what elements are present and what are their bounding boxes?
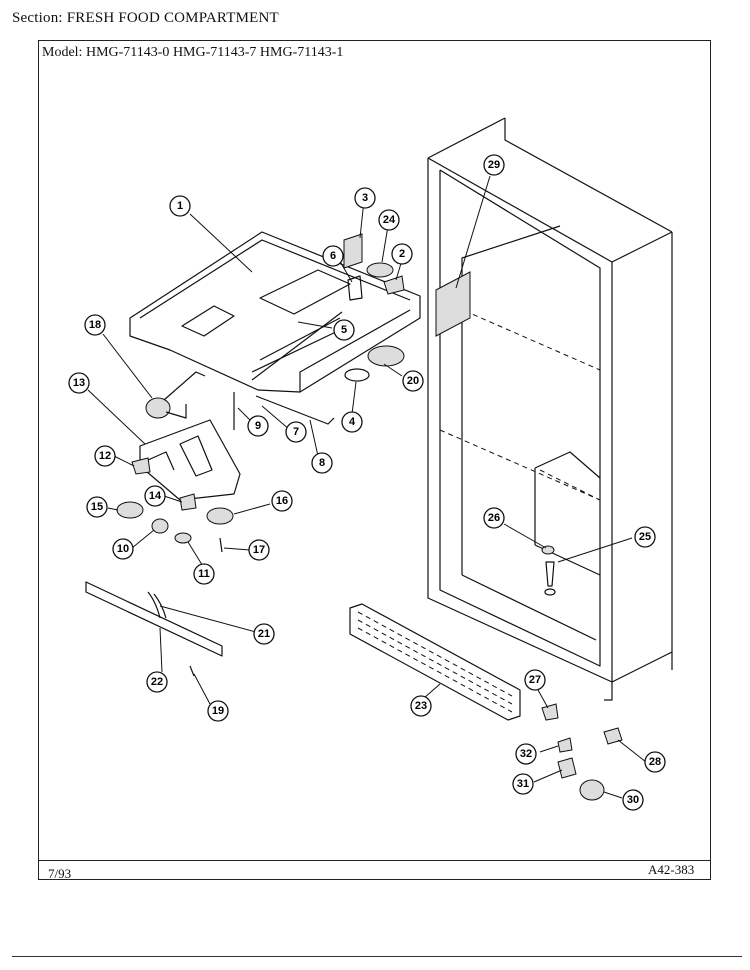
callout-20: 20 xyxy=(402,370,424,392)
callout-27: 27 xyxy=(524,669,546,691)
callout-label: 26 xyxy=(488,512,500,524)
callout-30: 30 xyxy=(622,789,644,811)
callout-label: 9 xyxy=(255,420,261,432)
callout-label: 20 xyxy=(407,375,419,387)
callout-label: 14 xyxy=(149,490,162,502)
callout-label: 22 xyxy=(151,676,163,688)
callout-label: 27 xyxy=(529,674,541,686)
callout-13: 13 xyxy=(68,372,90,394)
callout-7: 7 xyxy=(285,421,307,443)
callout-8: 8 xyxy=(311,452,333,474)
part-22-bracket xyxy=(85,581,223,677)
callout-31: 31 xyxy=(512,773,534,795)
callout-2: 2 xyxy=(391,243,413,265)
callout-12: 12 xyxy=(94,445,116,467)
callout-29: 29 xyxy=(483,154,505,176)
diagram-frame xyxy=(38,40,711,880)
callout-label: 16 xyxy=(276,495,288,507)
cabinet-liner xyxy=(427,117,673,701)
page-bottom-rule xyxy=(12,956,742,957)
callout-label: 4 xyxy=(349,416,356,428)
top-small-parts xyxy=(343,233,405,301)
callout-label: 15 xyxy=(91,501,103,513)
small-control-parts xyxy=(116,457,234,553)
callout-label: 8 xyxy=(319,457,325,469)
cabinet-small-parts xyxy=(541,545,623,801)
callout-label: 7 xyxy=(293,426,299,438)
callout-18: 18 xyxy=(84,314,106,336)
callout-label: 21 xyxy=(258,628,270,640)
callout-label: 32 xyxy=(520,748,532,760)
footer-date: 7/93 xyxy=(48,866,72,881)
callout-label: 28 xyxy=(649,756,661,768)
callout-22: 22 xyxy=(146,671,168,693)
callout-label: 3 xyxy=(362,192,368,204)
callout-label: 5 xyxy=(341,324,347,336)
callout-26: 26 xyxy=(483,507,505,529)
callout-15: 15 xyxy=(86,496,108,518)
section-title: Section: FRESH FOOD COMPARTMENT xyxy=(12,10,279,27)
callout-5: 5 xyxy=(333,319,355,341)
model-number-2: HMG-71143-7 xyxy=(172,45,257,60)
callout-label: 29 xyxy=(488,159,500,171)
callout-32: 32 xyxy=(515,743,537,765)
model-number-1: HMG-71143-0 xyxy=(85,45,170,60)
callout-6: 6 xyxy=(322,245,344,267)
part-5-7-8-rods xyxy=(251,311,343,425)
model-line: Model: HMG-71143-0 HMG-71143-7 HMG-71143… xyxy=(42,45,343,61)
section-label: Section: xyxy=(12,10,63,26)
callout-4: 4 xyxy=(341,411,363,433)
callout-label: 18 xyxy=(89,319,101,331)
callout-24: 24 xyxy=(378,209,400,231)
callout-28: 28 xyxy=(644,751,666,773)
callout-17: 17 xyxy=(248,539,270,561)
callout-14: 14 xyxy=(144,485,166,507)
callout-label: 23 xyxy=(415,700,427,712)
section-value: FRESH FOOD COMPARTMENT xyxy=(66,10,279,26)
footer-drawing-id: A42-383 xyxy=(648,862,695,877)
part-4-ring xyxy=(344,368,370,382)
callout-label: 13 xyxy=(73,377,85,389)
callout-label: 11 xyxy=(198,568,210,580)
part-18-motor xyxy=(145,371,206,419)
callout-25: 25 xyxy=(634,526,656,548)
callout-9: 9 xyxy=(247,415,269,437)
callout-10: 10 xyxy=(112,538,134,560)
callout-label: 12 xyxy=(99,450,111,462)
callout-label: 24 xyxy=(383,214,396,226)
callout-label: 30 xyxy=(627,794,639,806)
callout-label: 25 xyxy=(639,531,651,543)
part-23-grille xyxy=(349,603,521,721)
callout-label: 19 xyxy=(212,705,224,717)
callout-21: 21 xyxy=(253,623,275,645)
callout-label: 31 xyxy=(517,778,529,790)
callout-23: 23 xyxy=(410,695,432,717)
callout-16: 16 xyxy=(271,490,293,512)
callout-19: 19 xyxy=(207,700,229,722)
callout-3: 3 xyxy=(354,187,376,209)
model-label: Model: xyxy=(42,45,83,60)
footer-divider xyxy=(38,860,711,861)
leader-lines xyxy=(87,175,647,799)
part-29-hinge xyxy=(435,271,471,337)
callout-label: 10 xyxy=(117,543,129,555)
part-20-cap xyxy=(367,345,405,367)
callout-1: 1 xyxy=(169,195,191,217)
callout-label: 2 xyxy=(399,248,405,260)
callout-label: 1 xyxy=(177,200,183,212)
callout-label: 17 xyxy=(253,544,265,556)
part-1-housing xyxy=(129,231,421,393)
callout-label: 6 xyxy=(330,250,336,262)
callout-11: 11 xyxy=(193,563,215,585)
model-number-3: HMG-71143-1 xyxy=(259,45,344,60)
